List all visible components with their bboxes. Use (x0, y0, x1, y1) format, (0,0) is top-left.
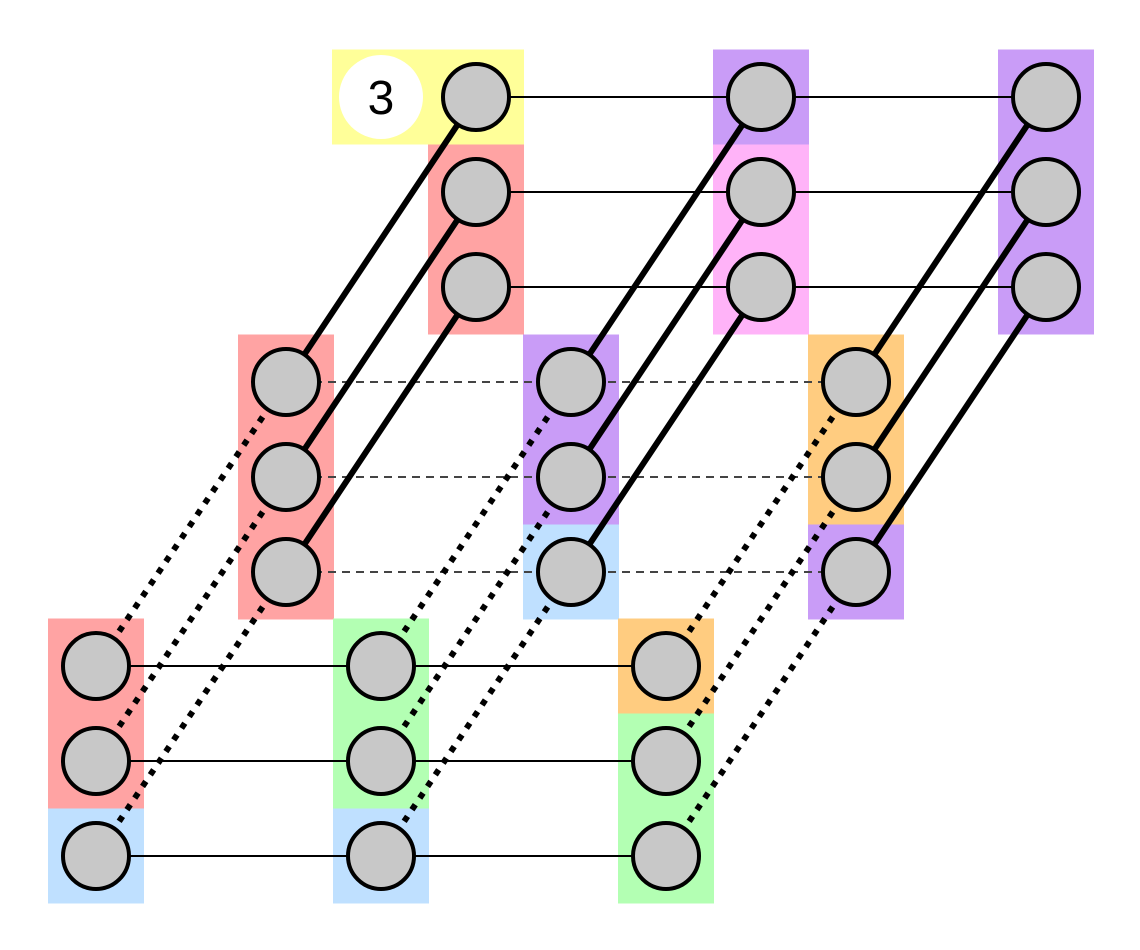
node-top-c1-r1 (726, 157, 796, 227)
edge-diagonal-top-middle-c1-r2 (568, 285, 764, 574)
node-middle-c2-r0 (821, 347, 891, 417)
edge-diagonal-middle-bottom-c2-r0 (663, 380, 859, 668)
edge-diagonal-middle-bottom-c1-r2 (378, 570, 574, 858)
edge-diagonal-middle-bottom-c1-r0 (378, 380, 574, 668)
edge-diagonal-middle-bottom-c1-r1 (378, 475, 574, 763)
node-bottom-c0-r1 (61, 726, 131, 796)
edge-diagonal-middle-bottom-c0-r0 (93, 380, 289, 668)
edge-diagonal-middle-bottom-c0-r1 (93, 475, 289, 763)
node-middle-c0-r1 (251, 442, 321, 512)
nodes (61, 62, 1081, 891)
node-top-c0-r2 (441, 252, 511, 322)
edge-diagonal-middle-bottom-c2-r1 (663, 475, 859, 763)
node-middle-c0-r2 (251, 537, 321, 607)
node-top-c2-r0 (1011, 62, 1081, 132)
node-bottom-c1-r2 (346, 821, 416, 891)
edge-diagonal-top-middle-c1-r0 (568, 95, 764, 384)
node-top-c2-r2 (1011, 252, 1081, 322)
edge-diagonal-top-middle-c2-r1 (853, 190, 1049, 479)
node-middle-c2-r2 (821, 537, 891, 607)
badge-label: 3 (368, 72, 395, 125)
edge-diagonal-middle-bottom-c0-r2 (93, 570, 289, 858)
node-top-c0-r1 (441, 157, 511, 227)
badge: 3 (339, 55, 423, 139)
edge-diagonal-top-middle-c1-r1 (568, 190, 764, 479)
node-bottom-c0-r0 (61, 631, 131, 701)
badge-circle (339, 55, 423, 139)
node-bottom-c2-r1 (631, 726, 701, 796)
node-middle-c0-r0 (251, 347, 321, 417)
edge-diagonal-top-middle-c0-r1 (283, 190, 479, 479)
node-middle-c1-r0 (536, 347, 606, 417)
node-middle-c2-r1 (821, 442, 891, 512)
node-top-c2-r1 (1011, 157, 1081, 227)
node-middle-c1-r2 (536, 537, 606, 607)
node-bottom-c2-r2 (631, 821, 701, 891)
node-top-c1-r2 (726, 252, 796, 322)
node-bottom-c0-r2 (61, 821, 131, 891)
edge-diagonal-top-middle-c2-r2 (853, 285, 1049, 574)
node-bottom-c2-r0 (631, 631, 701, 701)
edge-diagonal-middle-bottom-c2-r2 (663, 570, 859, 858)
node-bottom-c1-r0 (346, 631, 416, 701)
edge-diagonal-top-middle-c0-r0 (283, 95, 479, 384)
node-middle-c1-r1 (536, 442, 606, 512)
node-bottom-c1-r1 (346, 726, 416, 796)
edge-diagonal-top-middle-c2-r0 (853, 95, 1049, 384)
edge-diagonal-top-middle-c0-r2 (283, 285, 479, 574)
node-top-c1-r0 (726, 62, 796, 132)
node-top-c0-r0 (441, 62, 511, 132)
